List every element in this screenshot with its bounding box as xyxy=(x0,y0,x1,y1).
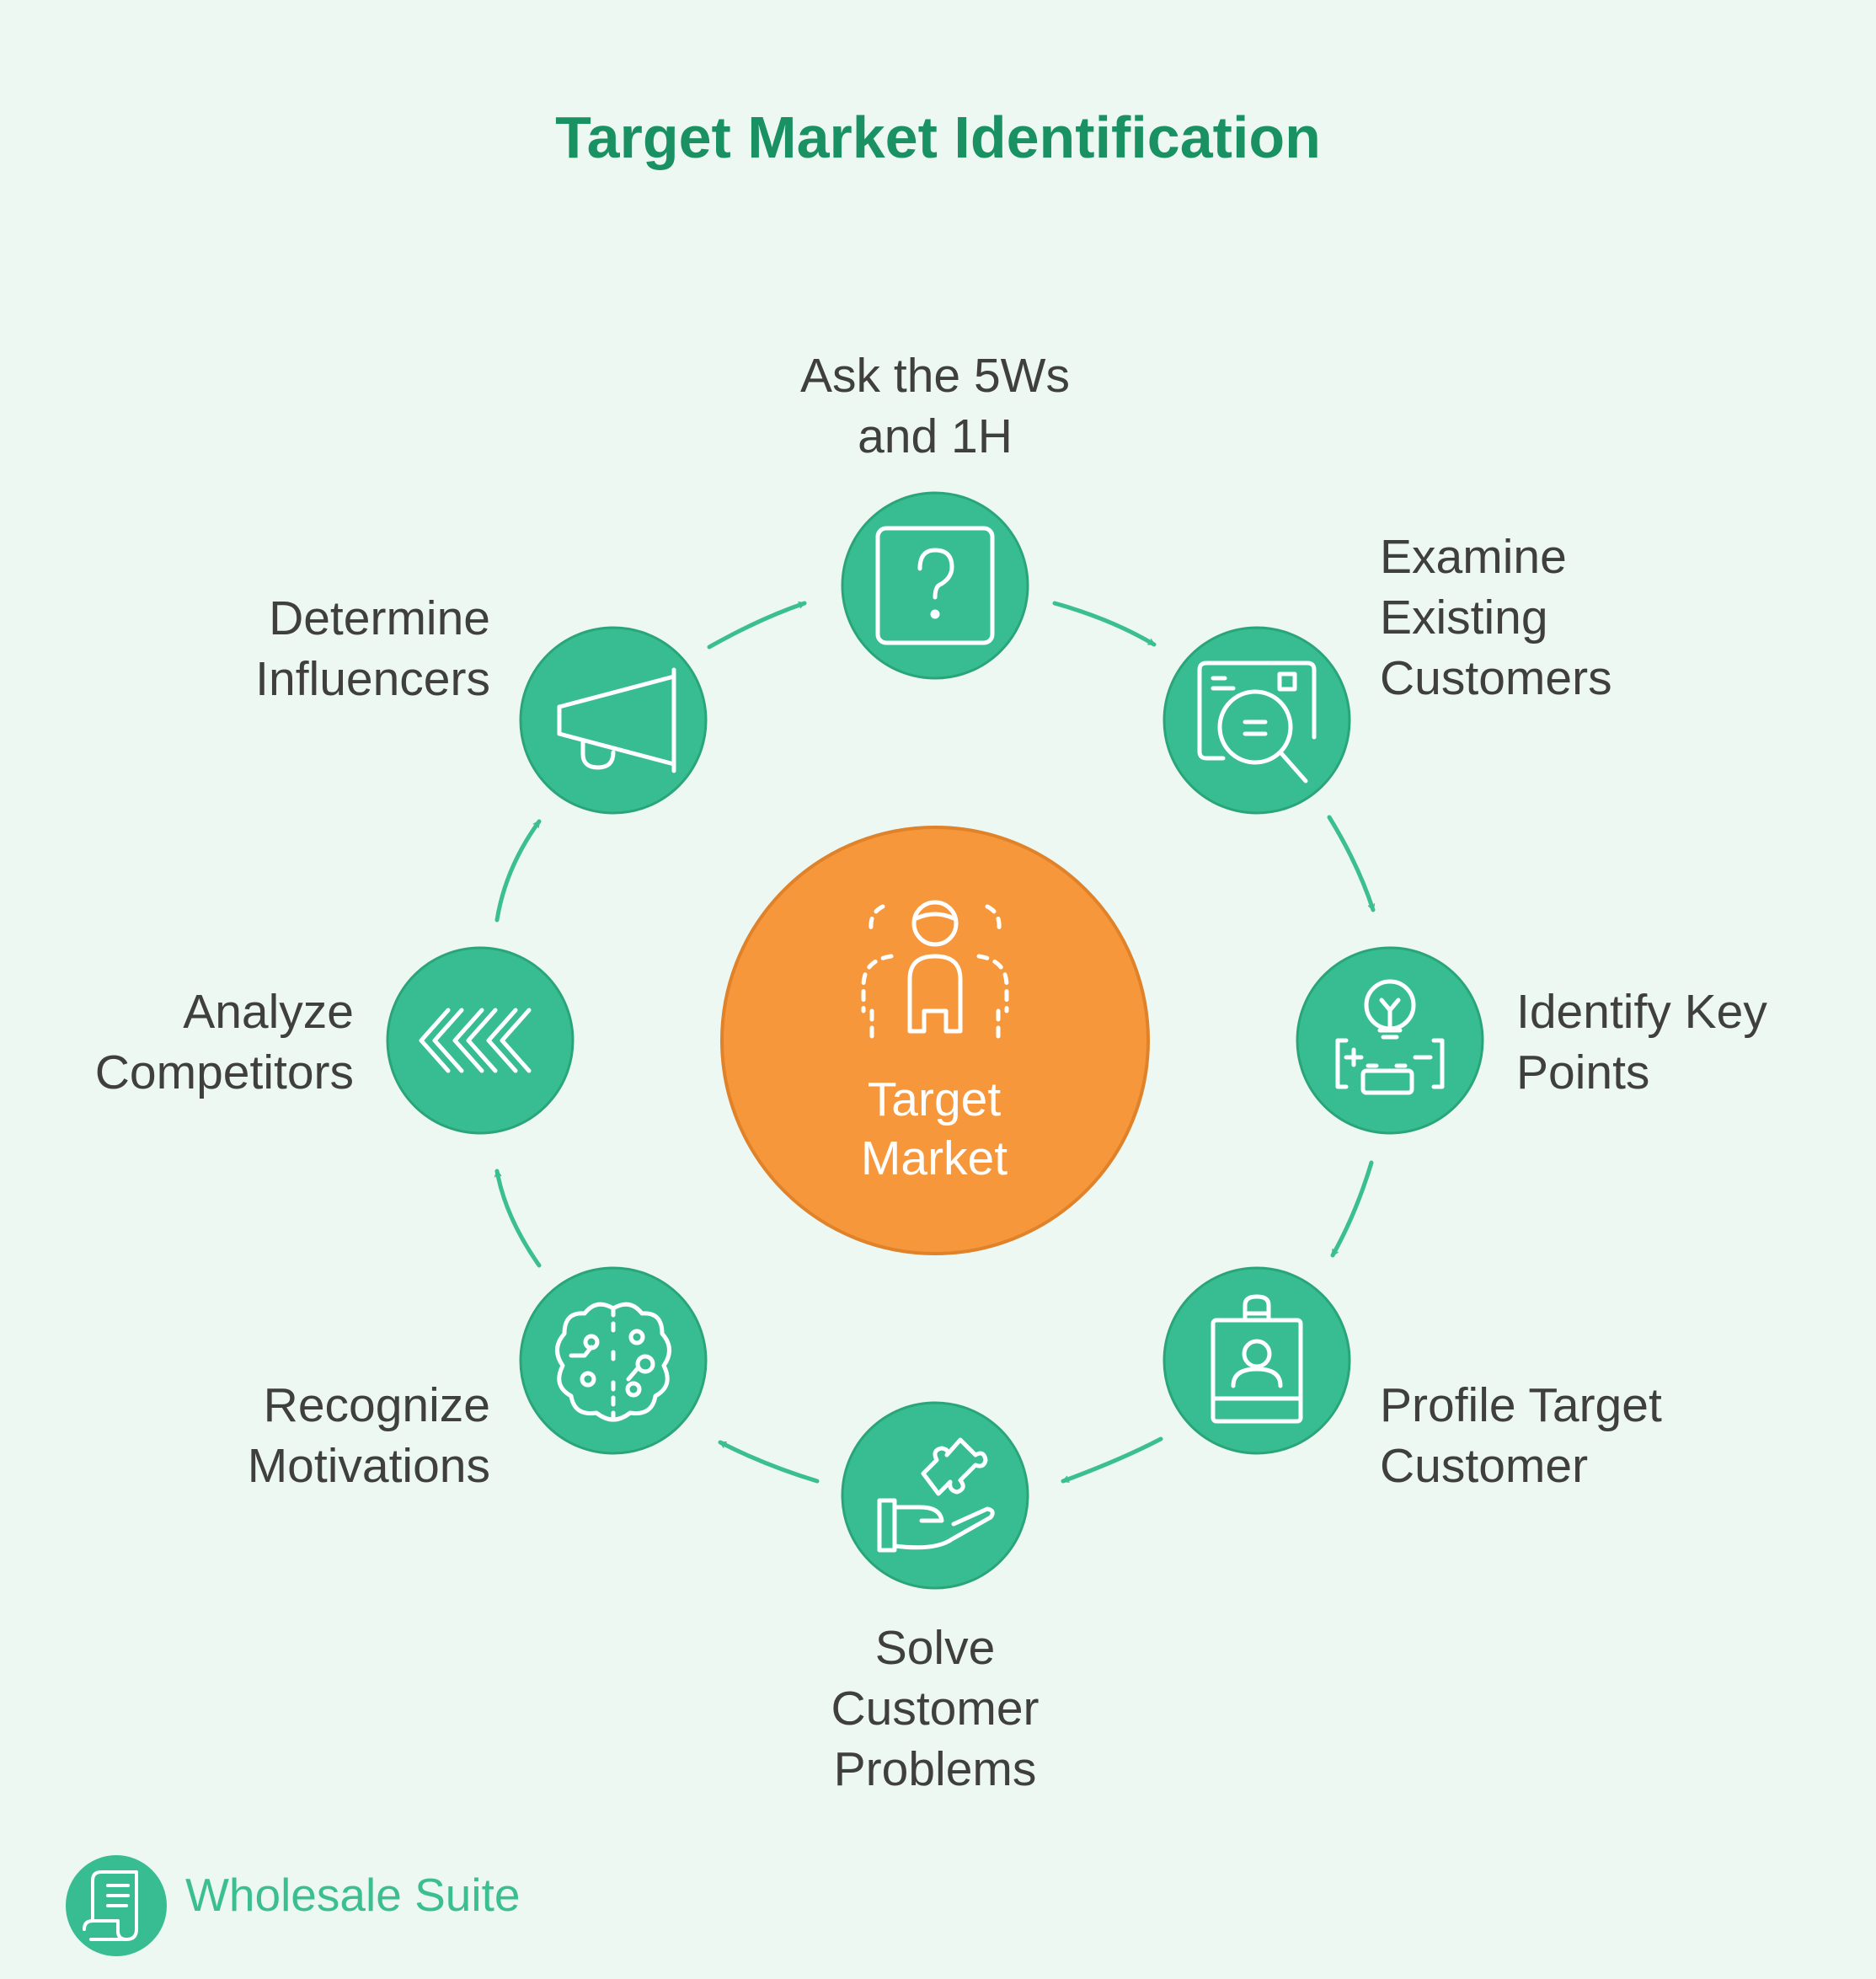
step-label-recognize-motivations: Recognize Motivations xyxy=(247,1378,490,1493)
lightbulb-battery-icon xyxy=(1335,979,1445,1095)
step-label-determine-influencers: Determine Influencers xyxy=(255,591,490,706)
cycle-arrow xyxy=(1052,601,1157,647)
step-circle xyxy=(386,946,575,1135)
step-node-determine-influencers xyxy=(519,626,708,815)
brain-icon xyxy=(555,1302,671,1422)
cycle-arrow xyxy=(718,1440,820,1484)
step-node-profile-target xyxy=(1162,1266,1351,1455)
step-node-solve-problems xyxy=(841,1401,1029,1590)
step-node-recognize-motivations xyxy=(519,1266,708,1455)
step-label-identify-key-points: Identify Key Points xyxy=(1516,985,1767,1099)
chevrons-left-icon xyxy=(419,1008,532,1073)
step-circle xyxy=(519,626,708,815)
step-label-profile-target: Profile Target Customer xyxy=(1380,1378,1662,1493)
megaphone-icon xyxy=(557,667,676,773)
step-circle xyxy=(1162,1266,1351,1455)
step-label-examine-customers: Examine Existing Customers xyxy=(1380,530,1612,705)
step-label-ask-5ws: Ask the 5Ws and 1H xyxy=(800,349,1070,463)
step-circle xyxy=(841,491,1029,680)
cycle-arrow xyxy=(1061,1436,1163,1484)
step-node-examine-customers xyxy=(1162,626,1351,815)
step-nodes xyxy=(386,491,1484,1590)
step-node-identify-key-points xyxy=(1296,946,1484,1135)
center-label: Target Market xyxy=(860,1072,1008,1185)
step-node-analyze-competitors xyxy=(386,946,575,1135)
question-icon xyxy=(875,526,995,645)
cycle-arrows xyxy=(494,601,1376,1484)
search-document-icon xyxy=(1197,661,1317,784)
cycle-arrow xyxy=(1330,1160,1374,1258)
step-label-solve-problems: Solve Customer Problems xyxy=(831,1621,1040,1796)
cycle-arrow xyxy=(494,819,542,923)
cycle-arrow xyxy=(1327,815,1376,912)
target-group-icon xyxy=(861,900,1009,1039)
id-badge-icon xyxy=(1211,1294,1303,1424)
page-title: Target Market Identification xyxy=(555,104,1321,170)
brand-name: Wholesale Suite xyxy=(185,1869,521,1921)
step-label-analyze-competitors: Analyze Competitors xyxy=(94,985,354,1099)
cycle-arrow xyxy=(707,601,807,650)
cycle-arrow xyxy=(494,1169,542,1268)
receipt-scroll-icon xyxy=(66,1855,167,1956)
center-circle xyxy=(720,826,1150,1255)
step-circle xyxy=(841,1401,1029,1590)
hand-puzzle-icon xyxy=(877,1437,995,1553)
step-node-ask-5ws xyxy=(841,491,1029,680)
step-circle xyxy=(1296,946,1484,1135)
